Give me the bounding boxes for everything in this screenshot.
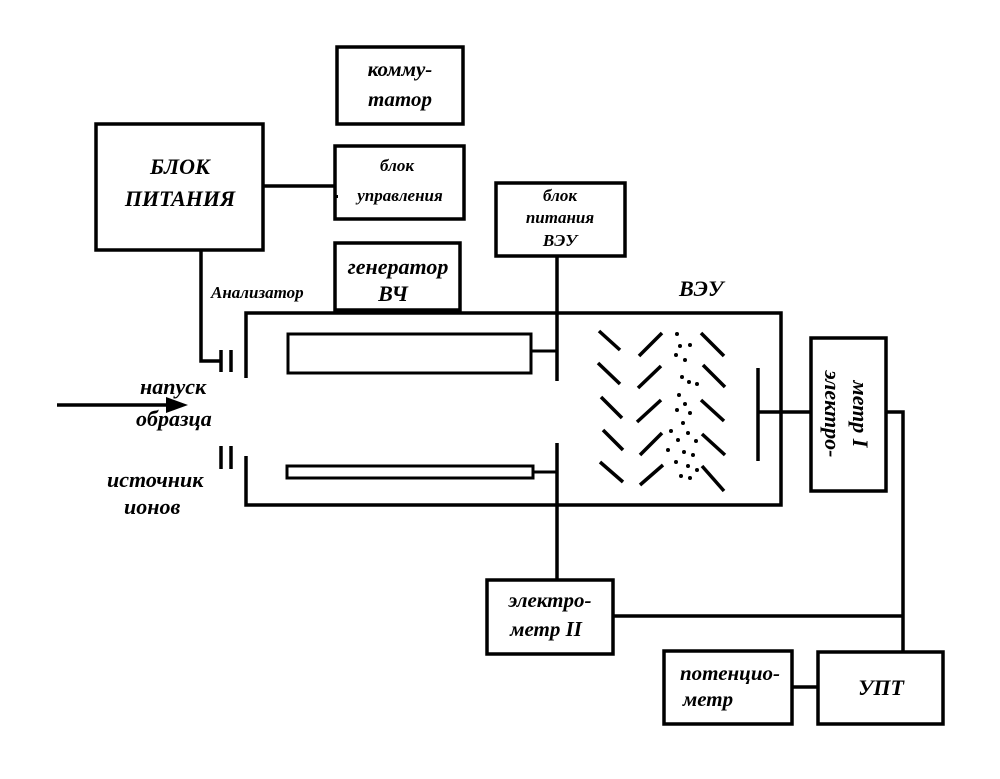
rf-generator-block: генератор ВЧ <box>333 241 462 312</box>
kommutator-label-line2: татор <box>368 87 432 111</box>
control-unit-dot <box>335 195 338 198</box>
ion-source-label-line2: ионов <box>124 494 180 519</box>
power-supply-label-line1: БЛОК <box>149 154 211 179</box>
electrometer-2-label-line1: электро- <box>508 588 592 612</box>
veu-power-label-line3: ВЭУ <box>542 231 579 250</box>
main-chamber <box>244 311 783 507</box>
electron-dots <box>666 332 699 480</box>
sample-inlet-label-line2: образца <box>136 406 212 431</box>
rf-generator-label-line2: ВЧ <box>377 281 409 306</box>
rf-generator-label-line1: генератор <box>348 254 449 279</box>
kommutator-block: комму- татор <box>335 45 465 126</box>
ion-source-label-line1: источник <box>107 467 204 492</box>
electrometer-1-label-line2: метр I <box>848 380 873 449</box>
potentiometer-label-line1: потенцио- <box>680 661 780 685</box>
electrometer-2-block: электро- метр II <box>485 578 615 656</box>
upt-block: УПТ <box>816 650 945 726</box>
sample-inlet-label-line1: напуск <box>140 374 207 399</box>
electrometer-1-label-line1: электро- <box>820 370 845 458</box>
analyzer-rod-bottom <box>285 464 535 480</box>
potentiometer-block: потенцио- метр <box>662 649 794 726</box>
control-unit-label-line2: управления <box>355 186 443 205</box>
veu-label: ВЭУ <box>678 276 726 301</box>
control-unit-block: блок управления <box>333 144 466 221</box>
analyzer-rod-top <box>286 332 533 375</box>
veu-power-block: блок питания ВЭУ <box>494 181 627 258</box>
upt-label: УПТ <box>858 675 905 700</box>
power-supply-label-line2: ПИТАНИЯ <box>124 186 236 211</box>
veu-power-label-line2: питания <box>526 208 595 227</box>
electrometer-2-label-line2: метр II <box>509 617 583 641</box>
potentiometer-label-line2: метр <box>682 687 733 711</box>
electrometer-1-block: электро- метр I <box>809 336 888 493</box>
analyzer-label: Анализатор <box>210 283 304 302</box>
sample-inlet-arrow <box>57 397 188 413</box>
wire-electrometer1-to-upt <box>886 410 905 652</box>
veu-power-label-line1: блок <box>543 186 577 205</box>
kommutator-label-line1: комму- <box>368 57 433 81</box>
power-supply-block: БЛОК ПИТАНИЯ <box>94 122 265 252</box>
control-unit-label-line1: блок <box>380 156 414 175</box>
electron-multiplier-dynodes <box>596 329 727 493</box>
wire-power-to-ion-source <box>199 250 221 363</box>
